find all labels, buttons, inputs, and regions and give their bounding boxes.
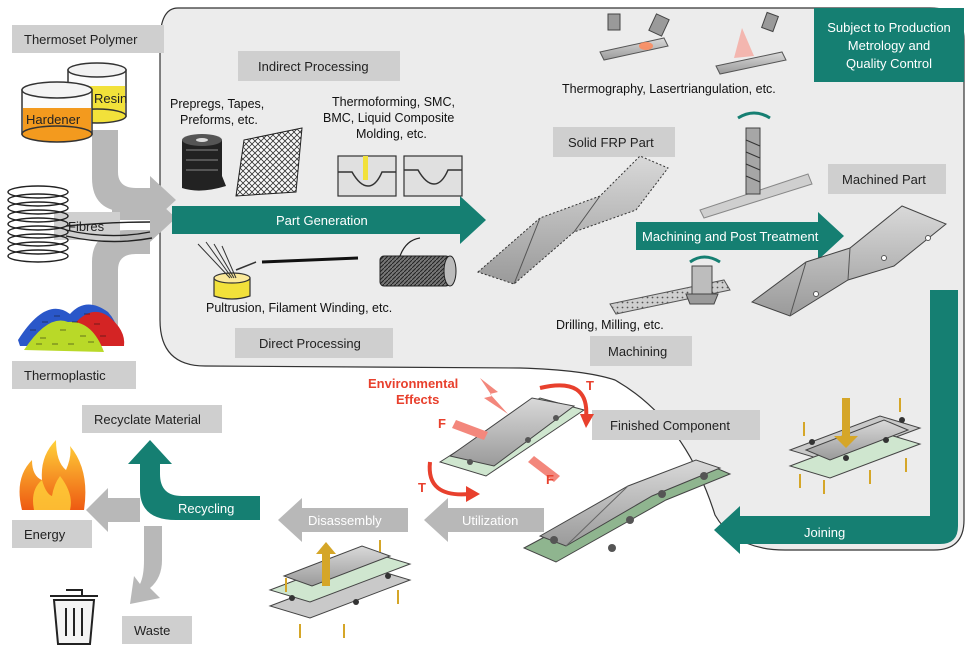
bolt-icon: [609, 255, 731, 315]
environmental-line-1: Environmental: [368, 376, 458, 391]
quality-control-box: [814, 8, 964, 82]
resin-label: Resin: [94, 91, 127, 106]
quality-line-1: Subject to Production: [827, 20, 951, 35]
tape-roll-icon: [182, 134, 226, 191]
thermography-label: Thermography, Lasertriangulation, etc.: [562, 82, 776, 96]
indirect-processing-label-box: [238, 51, 400, 81]
energy-label-box: [12, 520, 92, 548]
force-label-2: F: [546, 472, 554, 487]
solid-frp-label: Solid FRP Part: [568, 135, 654, 150]
pultrusion-label: Pultrusion, Filament Winding, etc.: [206, 301, 392, 315]
utilization-label: Utilization: [462, 513, 518, 528]
solid-frp-part: [477, 155, 669, 285]
part-generation-label: Part Generation: [276, 213, 368, 228]
mesh-fabric-icon: [235, 127, 303, 197]
joining-label: Joining: [804, 525, 845, 540]
machined-part-label: Machined Part: [842, 172, 926, 187]
fibres-label: Fibres: [68, 219, 105, 234]
prepregs-line-2: Preforms, etc.: [180, 113, 258, 127]
energy-arrow: [86, 488, 140, 532]
utilization-arrow: [424, 498, 544, 542]
trash-can-icon: [50, 589, 98, 645]
direct-processing-label-box: [235, 328, 393, 358]
thermoforming-line-1: Thermoforming, SMC,: [332, 95, 455, 109]
waste-label: Waste: [134, 623, 170, 638]
joined-assembly: [788, 398, 922, 494]
hardener-label: Hardener: [26, 112, 81, 127]
lightning-icon: [480, 378, 508, 414]
recycling-arrow: [128, 440, 260, 520]
quality-line-2: Metrology and: [848, 38, 930, 53]
thermoplastic-label: Thermoplastic: [24, 368, 106, 383]
drilling-label: Drilling, Milling, etc.: [556, 318, 664, 332]
fibre-spool-icon: [7, 185, 153, 263]
environment-component: [438, 397, 586, 477]
temperature-arrows: [427, 383, 589, 497]
machined-part: [750, 205, 947, 317]
winding-mandrel-icon: [379, 237, 457, 287]
force-arrows: [452, 420, 560, 482]
disassembly-label: Disassembly: [308, 513, 382, 528]
prepregs-line-1: Prepregs, Tapes,: [170, 97, 264, 111]
recyclate-label-box: [82, 405, 222, 433]
post-treatment-arrow: [636, 212, 844, 260]
quality-line-3: Quality Control: [846, 56, 932, 71]
machined-part-label-box: [828, 164, 946, 194]
solid-frp-label-box: [553, 127, 675, 157]
input-arrows: [92, 130, 176, 326]
direct-processing-label: Direct Processing: [259, 336, 361, 351]
post-treatment-label: Machining and Post Treatment: [642, 229, 819, 244]
laser-sensor-icon: [599, 11, 787, 75]
thermoset-polymer-label: Thermoset Polymer: [24, 32, 138, 47]
force-label-1: F: [438, 416, 446, 431]
drill-bit-icon: [699, 111, 813, 219]
machining-label: Machining: [608, 344, 667, 359]
thermoforming-line-3: Molding, etc.: [356, 127, 427, 141]
temperature-label-2: T: [418, 480, 426, 495]
thermoset-polymer-label-box: [12, 25, 164, 53]
temperature-label-1: T: [586, 378, 594, 393]
flame-icon: [19, 440, 86, 510]
recycling-label: Recycling: [178, 501, 234, 516]
disassembled-assembly: [268, 540, 412, 638]
waste-arrow: [130, 526, 162, 604]
indirect-processing-label: Indirect Processing: [258, 59, 369, 74]
finished-component: [522, 459, 732, 563]
thermoforming-line-2: BMC, Liquid Composite: [323, 111, 454, 125]
waste-label-box: [122, 616, 192, 644]
disassembly-arrow: [278, 498, 408, 542]
pellets-icon: [18, 304, 125, 352]
hardener-container-icon: Hardener: [21, 81, 93, 143]
thermoplastic-label-box: [12, 361, 136, 389]
part-generation-arrow: [172, 196, 486, 244]
recyclate-label: Recyclate Material: [94, 412, 201, 427]
finished-component-label-box: [592, 410, 760, 440]
mold-icon: [337, 155, 463, 197]
joining-arrow: [714, 290, 958, 554]
environmental-line-2: Effects: [396, 392, 439, 407]
energy-label: Energy: [24, 527, 66, 542]
machining-label-box: [590, 336, 692, 366]
finished-component-label: Finished Component: [610, 418, 730, 433]
pultrusion-bath-icon: [197, 241, 359, 300]
